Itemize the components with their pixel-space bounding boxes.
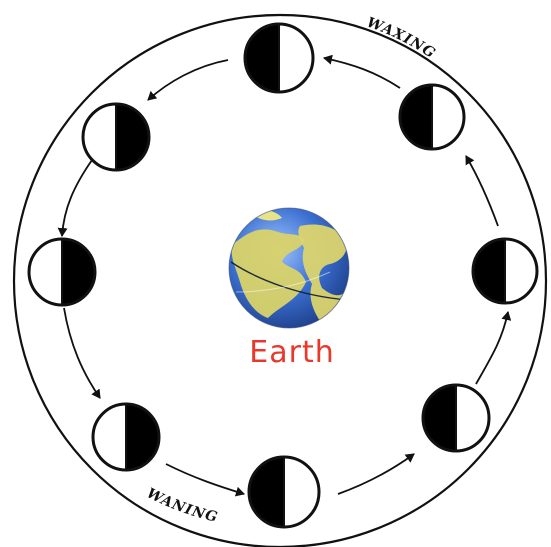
- moon-phase-icon: [400, 85, 464, 149]
- moon-phase-icon: [83, 104, 149, 170]
- moon-phase-icon: [423, 385, 489, 451]
- moon-phase-icon: [93, 404, 159, 470]
- orbit-arrow: [466, 156, 498, 226]
- earth-globe-icon: [229, 208, 349, 328]
- moon-phase-icon: [249, 457, 319, 527]
- orbit-arrow: [64, 308, 100, 398]
- orbit-arrow: [166, 464, 244, 494]
- orbit-arrow: [338, 454, 414, 494]
- orbit-arrow: [148, 60, 228, 100]
- orbit-arrow: [476, 312, 508, 384]
- moon-phase-icon: [29, 239, 95, 305]
- moon-phase-icon: [245, 24, 313, 92]
- orbit-arrow: [62, 160, 92, 236]
- waning-label: WANING: [144, 485, 220, 526]
- moon-phase-icon: [473, 239, 537, 303]
- earth-label: Earth: [249, 335, 334, 370]
- waxing-label: WAXING: [365, 15, 439, 62]
- orbit-arrow: [324, 58, 400, 88]
